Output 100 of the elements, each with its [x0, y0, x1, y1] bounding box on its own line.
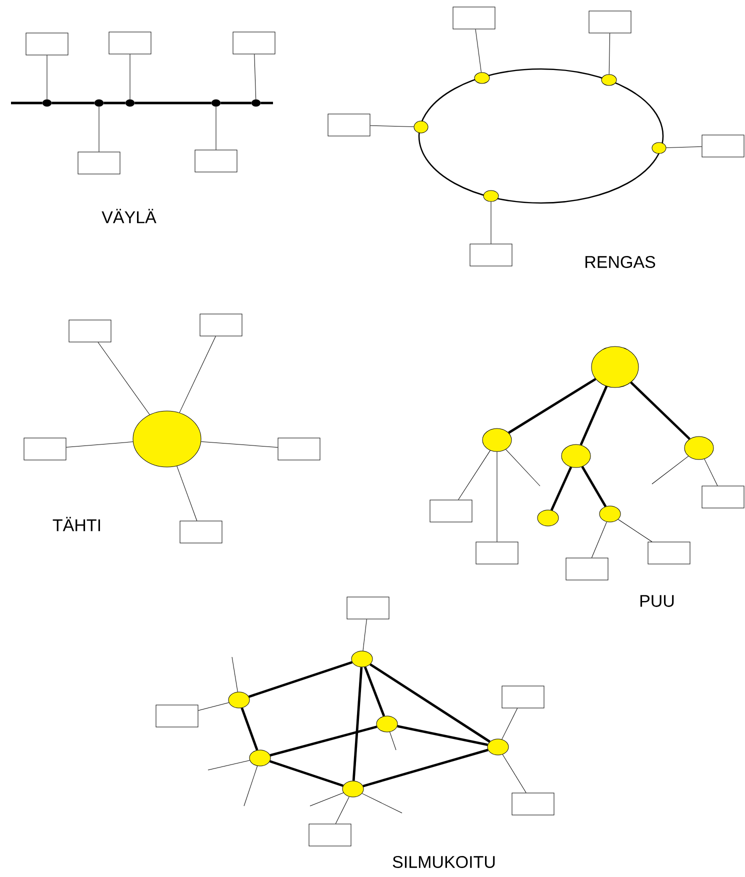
connection-line: [98, 106, 100, 152]
connection-line: [618, 519, 652, 542]
connection-line: [198, 702, 230, 711]
connection-line: [490, 202, 492, 244]
station-box: [452, 6, 496, 30]
station-box: [68, 320, 112, 342]
connection-line: [254, 54, 256, 100]
connection-line: [52, 102, 94, 104]
junction-dot: [211, 99, 221, 107]
station-box: [194, 150, 238, 172]
node-circle: [132, 410, 202, 468]
station-box: [566, 558, 608, 580]
connection-line: [502, 754, 526, 793]
topology-label: VÄYLÄ: [102, 208, 156, 224]
junction-dot: [251, 99, 261, 107]
topology-label: TÄHTI: [52, 516, 100, 532]
station-box: [702, 486, 744, 508]
connection-line: [652, 456, 689, 484]
node-circle: [351, 650, 373, 668]
node-circle: [599, 506, 621, 522]
connection-line: [98, 342, 150, 415]
node-circle: [684, 436, 714, 460]
connection-line: [362, 748, 488, 788]
station-box: [502, 686, 544, 708]
connection-line: [244, 766, 258, 806]
node-circle: [482, 428, 512, 452]
connection-line: [362, 619, 367, 652]
connection-line: [220, 102, 252, 104]
station-box: [278, 438, 320, 460]
connection-line: [362, 793, 402, 814]
connection-line: [270, 726, 378, 756]
station-box: [78, 152, 120, 174]
station-box: [430, 500, 472, 522]
station-box: [588, 10, 632, 34]
node-circle: [376, 716, 398, 732]
node-circle: [537, 510, 559, 526]
connection-line: [458, 450, 490, 500]
connection-line: [176, 466, 198, 521]
station-box: [180, 520, 222, 544]
connection-line: [475, 29, 482, 73]
station-box: [512, 792, 554, 816]
connection-line: [591, 522, 607, 558]
connection-line: [364, 666, 386, 717]
station-box: [648, 542, 690, 564]
connection-line: [397, 724, 488, 746]
connection-line: [66, 442, 134, 448]
node-circle: [652, 142, 666, 154]
connection-line: [581, 466, 607, 508]
connection-line: [608, 33, 610, 74]
connection-line: [580, 386, 608, 446]
connection-line: [46, 55, 48, 100]
connection-line: [666, 146, 702, 148]
node-circle: [591, 346, 639, 388]
connection-line: [390, 732, 396, 750]
topology-label: RENGAS: [586, 256, 656, 268]
station-box: [156, 704, 198, 728]
connection-line: [232, 656, 238, 692]
junction-dot: [42, 99, 52, 107]
connection-line: [200, 441, 278, 448]
connection-line: [208, 760, 250, 770]
node-circle: [601, 74, 617, 86]
station-box: [702, 134, 744, 158]
connection-line: [704, 458, 718, 486]
topology-label: SILMUKOITU: [392, 856, 495, 868]
station-box: [470, 244, 512, 266]
connection-line: [508, 378, 596, 434]
node-circle: [342, 780, 364, 798]
connection-line: [269, 760, 344, 787]
connection-line: [550, 466, 572, 511]
connection-line: [310, 792, 344, 806]
connection-line: [496, 452, 498, 542]
node-circle: [487, 738, 509, 756]
connection-line: [352, 667, 363, 781]
station-box: [308, 824, 352, 846]
node-circle: [414, 120, 428, 134]
junction-dot: [94, 99, 104, 107]
station-box: [200, 314, 242, 336]
node-circle: [228, 692, 250, 708]
node-circle: [249, 750, 271, 766]
connection-line: [370, 125, 414, 128]
connection-line: [134, 102, 212, 104]
station-box: [26, 32, 68, 56]
connection-line: [506, 449, 540, 486]
connection-line: [260, 102, 273, 104]
connection-line: [335, 796, 350, 824]
junction-dot: [125, 99, 135, 107]
connection-line: [248, 661, 353, 698]
connection-line: [240, 708, 258, 750]
station-box: [108, 32, 152, 54]
connection-line: [179, 336, 216, 413]
station-box: [476, 542, 518, 564]
topology-label: PUU: [640, 595, 674, 607]
connection-line: [11, 102, 42, 104]
connection-line: [502, 708, 518, 740]
station-box: [24, 438, 66, 460]
connection-line: [630, 382, 690, 440]
connection-line: [104, 102, 126, 104]
node-circle: [561, 444, 591, 468]
connection-line: [370, 663, 490, 743]
station-box: [346, 596, 390, 620]
